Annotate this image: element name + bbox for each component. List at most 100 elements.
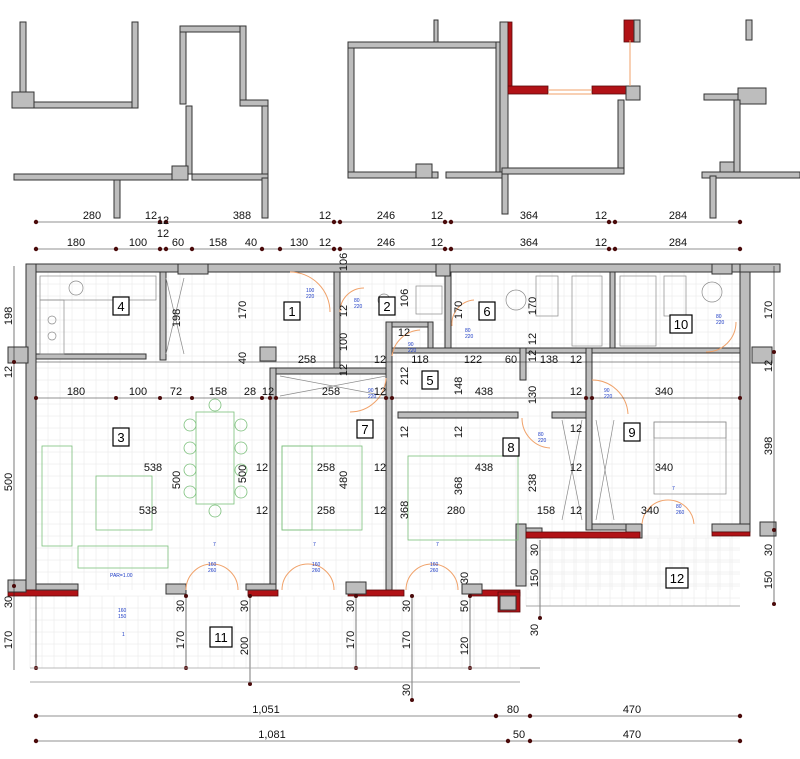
dim-right-30: 30 bbox=[763, 544, 775, 556]
dim-r7-480: 480 bbox=[338, 471, 350, 489]
dim-r5-118: 118 bbox=[411, 354, 429, 366]
ann-seven-4: 7 bbox=[672, 486, 675, 492]
room-12-label: 12 bbox=[670, 571, 684, 586]
dim-top-7: 364 bbox=[520, 210, 538, 222]
room-2-label: 2 bbox=[383, 299, 390, 314]
dim-bal-200: 200 bbox=[239, 637, 251, 655]
dim-r8-158: 158 bbox=[537, 505, 555, 517]
dim-right-12: 12 bbox=[763, 360, 775, 372]
ann-seven-1: 7 bbox=[213, 542, 216, 548]
dim-r2-106: 106 bbox=[399, 289, 411, 307]
dim-left-500: 500 bbox=[3, 473, 15, 491]
dim-r5-148: 148 bbox=[453, 377, 465, 395]
dim-r8-12a: 12 bbox=[399, 426, 411, 438]
dim-r1-12: 12 bbox=[338, 305, 350, 317]
dim-r1-40: 40 bbox=[237, 352, 249, 364]
room-8-label: 8 bbox=[507, 440, 514, 455]
ann-seven-2: 7 bbox=[313, 542, 316, 548]
dim-bal-170a: 170 bbox=[175, 631, 187, 649]
dim-bal-30b: 30 bbox=[239, 600, 251, 612]
dim-r7-12a: 12 bbox=[256, 462, 268, 474]
dim-top2-4: 60 bbox=[172, 237, 184, 249]
dim-bal-170c: 170 bbox=[401, 631, 413, 649]
dim-top2-7: 130 bbox=[290, 237, 308, 249]
dim-top-2: 12 bbox=[145, 210, 157, 222]
dim-top-8: 12 bbox=[595, 210, 607, 222]
dim-bal-30d: 30 bbox=[401, 600, 413, 612]
upper-floor-outline bbox=[11, 19, 800, 219]
dim-row-340: 340 bbox=[655, 386, 673, 398]
dim-bal-170b: 170 bbox=[345, 631, 357, 649]
dim-r8-238: 238 bbox=[527, 474, 539, 492]
room-6-label: 6 bbox=[483, 304, 490, 319]
dim-r7-258b: 258 bbox=[317, 505, 335, 517]
dim-r3-500b: 500 bbox=[237, 465, 249, 483]
dim-right-170: 170 bbox=[763, 301, 775, 319]
room-1-label: 1 bbox=[288, 304, 295, 319]
dim-r8-12c: 12 bbox=[570, 462, 582, 474]
room-11-label: 11 bbox=[214, 630, 228, 645]
balcony-dimensions: 30 30 30 30 30 50 30 170 200 170 170 120… bbox=[30, 540, 740, 702]
dim-top-4: 12 bbox=[319, 210, 331, 222]
dim-top-3: 388 bbox=[233, 210, 251, 222]
dim-row-100: 100 bbox=[129, 386, 147, 398]
dim-r5-212: 212 bbox=[399, 367, 411, 385]
dim-row-12b: 12 bbox=[374, 386, 386, 398]
dim-bal-120: 120 bbox=[459, 637, 471, 655]
dim-right-398: 398 bbox=[763, 437, 775, 455]
dim-r8-368b: 368 bbox=[453, 477, 465, 495]
dim-mid-258: 258 bbox=[298, 354, 316, 366]
dim-top2-9: 246 bbox=[377, 237, 395, 249]
dim-top2-8: 12 bbox=[319, 237, 331, 249]
dim-top-6: 12 bbox=[431, 210, 443, 222]
bottom-dimensions: 1,051 80 470 1,081 50 470 bbox=[33, 704, 743, 744]
dim-r3-538b: 538 bbox=[139, 505, 157, 517]
dim-r6-12b: 12 bbox=[527, 333, 539, 345]
dim-r3-500a: 500 bbox=[171, 471, 183, 489]
dim-bal-30c: 30 bbox=[345, 600, 357, 612]
dim-r7-12d: 12 bbox=[374, 505, 386, 517]
dim-r5-12: 12 bbox=[398, 327, 410, 339]
dim-row-438: 438 bbox=[475, 386, 493, 398]
dim-top-1: 280 bbox=[83, 210, 101, 222]
dim-right-150: 150 bbox=[763, 571, 775, 589]
dim-row-12a: 12 bbox=[262, 386, 274, 398]
dim-r8-368a: 368 bbox=[399, 501, 411, 519]
dim-r7-258a: 258 bbox=[317, 462, 335, 474]
dim-bal-30e: 30 bbox=[459, 572, 471, 584]
dim-row-28: 28 bbox=[244, 386, 256, 398]
dim-bal-30h: 30 bbox=[529, 544, 541, 556]
dim-r9-340a: 340 bbox=[655, 462, 673, 474]
furniture bbox=[39, 275, 727, 569]
dim-top2-13: 284 bbox=[669, 237, 687, 249]
dim-r3-538a: 538 bbox=[144, 462, 162, 474]
dim-r8-280: 280 bbox=[447, 505, 465, 517]
dim-top2-1: 180 bbox=[67, 237, 85, 249]
room-3-label: 3 bbox=[117, 430, 124, 445]
room-5-label: 5 bbox=[426, 373, 433, 388]
dim-left-198: 198 bbox=[3, 307, 15, 325]
dim-left-12: 12 bbox=[3, 366, 15, 378]
dim-mid-12: 12 bbox=[374, 354, 386, 366]
room-7-label: 7 bbox=[361, 422, 368, 437]
dim-r9-340b: 340 bbox=[641, 505, 659, 517]
dim-r6-130: 130 bbox=[527, 386, 539, 404]
interior-dimensions: 180 100 72 158 28 12 258 12 438 12 340 2… bbox=[34, 253, 742, 519]
dim-kitchen-h: 198 bbox=[171, 309, 183, 327]
room-4-label: 4 bbox=[117, 299, 124, 314]
dim-bal-30g: 30 bbox=[401, 684, 413, 696]
dim-top2-12: 12 bbox=[595, 237, 607, 249]
dim-bottom-80: 80 bbox=[507, 704, 519, 716]
dim-top2-5: 158 bbox=[209, 237, 227, 249]
